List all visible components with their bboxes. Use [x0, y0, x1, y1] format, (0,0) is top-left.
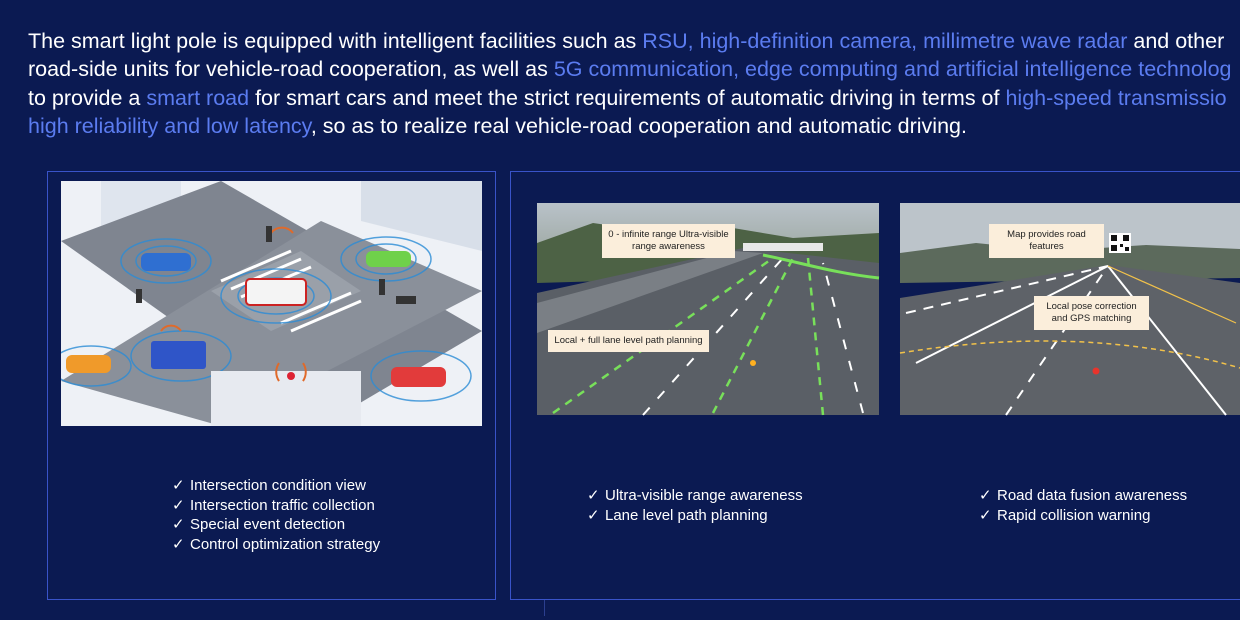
callout-range-awareness: 0 - infinite range Ultra-visible range a…: [602, 224, 735, 258]
feature-item: ✓ Intersection condition view: [172, 476, 380, 496]
road-photo-path-planning: [533, 203, 883, 419]
highlight-text: high reliability and low latency: [28, 113, 311, 138]
feature-label: Control optimization strategy: [190, 535, 381, 553]
feature-item: ✓ Road data fusion awareness: [979, 486, 1187, 506]
checkmark-icon: ✓: [979, 487, 992, 504]
feature-item: ✓ Lane level path planning: [587, 506, 803, 526]
checkmark-icon: ✓: [172, 477, 185, 494]
intro-line-4: high reliability and low latency, so as …: [28, 112, 1240, 140]
path-feature-list: ✓ Ultra-visible range awareness ✓ Lane leve…: [587, 486, 803, 525]
highlight-text: smart road: [146, 85, 250, 110]
intro-text: and other: [1127, 29, 1225, 53]
highlight-text: 5G communication, edge computing and art…: [553, 57, 1232, 82]
intro-line-2: road-side units for vehicle-road coopera…: [28, 55, 1240, 83]
checkmark-icon: ✓: [587, 487, 600, 504]
checkmark-icon: ✓: [587, 506, 600, 524]
feature-item: ✓ Ultra-visible range awareness: [587, 486, 803, 506]
feature-item: ✓ Intersection traffic collection: [172, 496, 380, 516]
divider-tick: [544, 600, 545, 616]
feature-item: ✓ Control optimization strategy: [172, 535, 380, 555]
callout-map-features: Map provides road features: [989, 224, 1104, 258]
feature-label: Road data fusion awareness: [997, 487, 1188, 504]
intersection-feature-list: ✓ Intersection condition view ✓ Intersectio…: [172, 476, 380, 554]
checkmark-icon: ✓: [979, 506, 992, 524]
intro-text: , so as to realize real vehicle-road coo…: [310, 113, 967, 138]
intersection-panel: [47, 171, 496, 600]
feature-item: ✓ Rapid collision warning: [979, 506, 1187, 526]
highlight-text: RSU, high-definition camera, millimetre …: [642, 29, 1128, 53]
intro-text: to provide a: [28, 85, 147, 110]
intro-line-1: The smart light pole is equipped with in…: [28, 27, 1240, 55]
checkmark-icon: ✓: [172, 535, 185, 553]
feature-item: ✓ Special event detection: [172, 515, 380, 535]
feature-label: Special event detection: [190, 516, 346, 534]
feature-label: Intersection condition view: [190, 477, 366, 494]
intro-line-3: to provide a smart road for smart cars a…: [28, 84, 1240, 112]
intersection-illustration: [61, 181, 482, 426]
feature-label: Ultra-visible range awareness: [605, 487, 803, 504]
feature-label: Lane level path planning: [605, 506, 768, 524]
feature-label: Rapid collision warning: [997, 506, 1151, 524]
road-panel: [510, 171, 1240, 600]
intro-text: for smart cars and meet the strict requi…: [249, 85, 1006, 110]
highlight-text: high-speed transmissio: [1005, 85, 1227, 110]
intro-paragraph: The smart light pole is equipped with in…: [28, 27, 1240, 140]
checkmark-icon: ✓: [172, 496, 185, 514]
intro-text: The smart light pole is equipped with in…: [28, 29, 643, 53]
checkmark-icon: ✓: [172, 516, 185, 534]
callout-path-planning: Local + full lane level path planning: [548, 330, 709, 352]
intro-text: road-side units for vehicle-road coopera…: [28, 57, 554, 82]
feature-label: Intersection traffic collection: [190, 496, 375, 514]
callout-pose-correction: Local pose correction and GPS matching: [1034, 296, 1149, 330]
fusion-feature-list: ✓ Road data fusion awareness ✓ Rapid collis…: [979, 486, 1187, 525]
